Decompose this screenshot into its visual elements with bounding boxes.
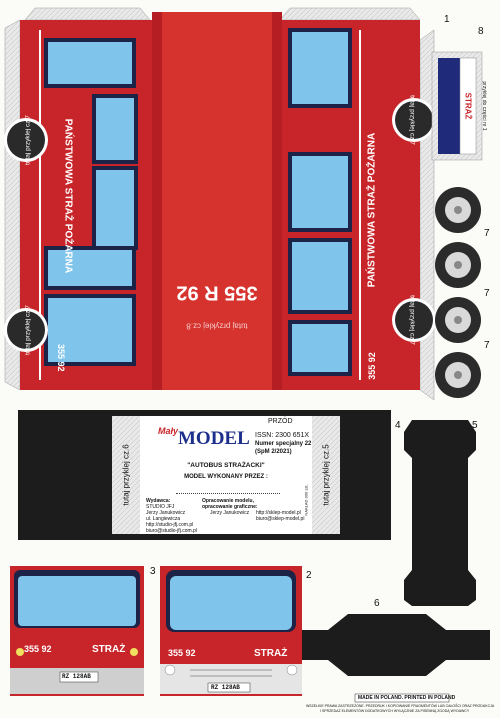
glue-label-cz7: tutaj przyklej cz.7	[408, 95, 416, 145]
part-number: 8	[478, 26, 484, 37]
made-in-poland: MADE IN POLAND. PRINTED IN POLAND	[358, 695, 456, 701]
model-title: "AUTOBUS STRAŻACKI"	[187, 462, 265, 469]
design-name: Jerzy Janukowicz	[210, 510, 250, 516]
fleet-number-right: 355 92	[367, 352, 377, 380]
publisher-link[interactable]: http://studio-jfj.com.pl	[146, 522, 194, 528]
window-glass	[292, 156, 348, 228]
made-in-box	[354, 693, 450, 703]
publisher-line: STUDIO JFJ	[146, 504, 175, 510]
part-number: 5	[472, 420, 478, 431]
side-lettering-right: PAŃSTWOWA STRAŻ POŻARNA	[366, 132, 378, 288]
front-window-glass	[170, 576, 292, 630]
front-fleet-number: 355 92	[168, 648, 196, 658]
glue-tab-cz5	[312, 416, 340, 534]
window-glass	[292, 324, 348, 372]
rights-line: I SPRZEDAŻ ELEMENTÓW DODATKOWYCH WYŁĄCZN…	[320, 709, 470, 713]
roof-plate-number: 355 R 92	[176, 281, 258, 304]
part8-sign	[459, 57, 477, 155]
front-direction-label: PRZÓD	[268, 418, 293, 425]
door-glass	[48, 250, 132, 286]
publisher-line: Jerzy Janukowicz	[146, 510, 186, 516]
wheel-arch	[7, 121, 45, 159]
glue-label-cz7: tutaj przyklej cz.7	[24, 115, 32, 165]
roof-panel-shade	[152, 12, 162, 390]
rear-plate-bg	[59, 671, 99, 683]
wheel	[435, 242, 481, 288]
part-number: 4	[395, 420, 401, 431]
front-straz-text: STRAŻ	[254, 648, 288, 659]
design-heading: Opracowanie modelu,	[202, 498, 254, 504]
window-glass	[292, 242, 348, 310]
info-panel	[140, 416, 312, 534]
wheel-arch	[395, 101, 433, 139]
issn: ISSN: 2300 651X	[255, 432, 310, 439]
wheel-arch	[7, 311, 45, 349]
issue-number: Numer specjalny 22	[255, 441, 312, 447]
side-lettering-left: PAŃSTWOWA STRAŻ POŻARNA	[62, 118, 74, 274]
part-number: 6	[374, 598, 380, 609]
window-glass	[96, 98, 134, 160]
part8-glue-label: przyklej do części nr 1	[481, 81, 487, 131]
window-glass	[292, 32, 348, 104]
rear-light	[16, 648, 24, 656]
glue-tab	[279, 7, 421, 21]
front-plate-bg	[207, 682, 251, 693]
made-by-label: MODEL WYKONANY PRZEZ :	[184, 474, 268, 480]
wheel	[435, 297, 481, 343]
rear-fleet-number: 355 92	[24, 644, 52, 654]
part6-shape	[300, 614, 490, 676]
headlight	[286, 664, 298, 676]
glue-label-cz5: tutaj przyklej cz.5	[321, 444, 331, 506]
issue-sub: (SpM 2/2021)	[255, 449, 292, 455]
shop-link[interactable]: biuro@sklep-model.pl	[256, 516, 305, 522]
rear-straz-text: STRAŻ	[92, 644, 126, 655]
front-license-plate: RZ 128AB	[211, 684, 240, 691]
roof-panel-shade	[272, 12, 282, 390]
rear-light	[130, 648, 138, 656]
publisher-link[interactable]: biuro@studio-jfj.com.pl	[146, 528, 197, 534]
logo: MODEL	[178, 428, 250, 449]
wheel	[435, 352, 481, 398]
window-glass	[48, 298, 132, 362]
fleet-number-left: 355 92	[56, 344, 66, 372]
glue-tab	[24, 7, 151, 21]
publisher-heading: Wydawca:	[146, 498, 171, 504]
part-number: 1	[444, 14, 450, 25]
print-run: NAKŁAD 300 szt.	[303, 484, 309, 516]
rear-license-plate: RZ 128AB	[62, 673, 91, 680]
part-number: 7	[484, 228, 490, 239]
signature-line	[176, 493, 280, 494]
part-number: 7	[484, 340, 490, 351]
part-number: 2	[306, 570, 312, 581]
part-number: 7	[484, 288, 490, 299]
glue-label-cz8: tutaj przyklej cz.8	[186, 321, 248, 331]
wheel-arch	[395, 301, 433, 339]
part8-body	[438, 58, 460, 154]
glue-label-cz6: tutaj przyklej cz.6	[121, 444, 131, 506]
part5-shape	[404, 420, 476, 606]
publisher-line: ul. Langiewicza	[146, 516, 181, 522]
shop-link[interactable]: http://sklep-model.pl	[256, 510, 301, 516]
window-glass	[96, 170, 134, 246]
roof-panel	[152, 12, 282, 390]
wheel	[435, 187, 481, 233]
rear-window-glass	[18, 576, 136, 626]
part-number: 3	[150, 566, 156, 577]
window-glass	[48, 42, 132, 84]
glue-label-cz7: tutaj przyklej cz.7	[408, 295, 416, 345]
glue-label-cz7: tutaj przyklej cz.7	[24, 305, 32, 355]
part8-sign-text: STRAŻ	[463, 92, 473, 120]
logo-small: Mały	[158, 426, 179, 436]
rights-line: WSZELKIE PRAWA ZASTRZEŻONE. PRZEDRUK I K…	[306, 704, 495, 708]
glue-tab-cz6	[112, 416, 140, 534]
design-heading: opracowanie graficzne:	[202, 504, 258, 510]
headlight	[164, 664, 176, 676]
